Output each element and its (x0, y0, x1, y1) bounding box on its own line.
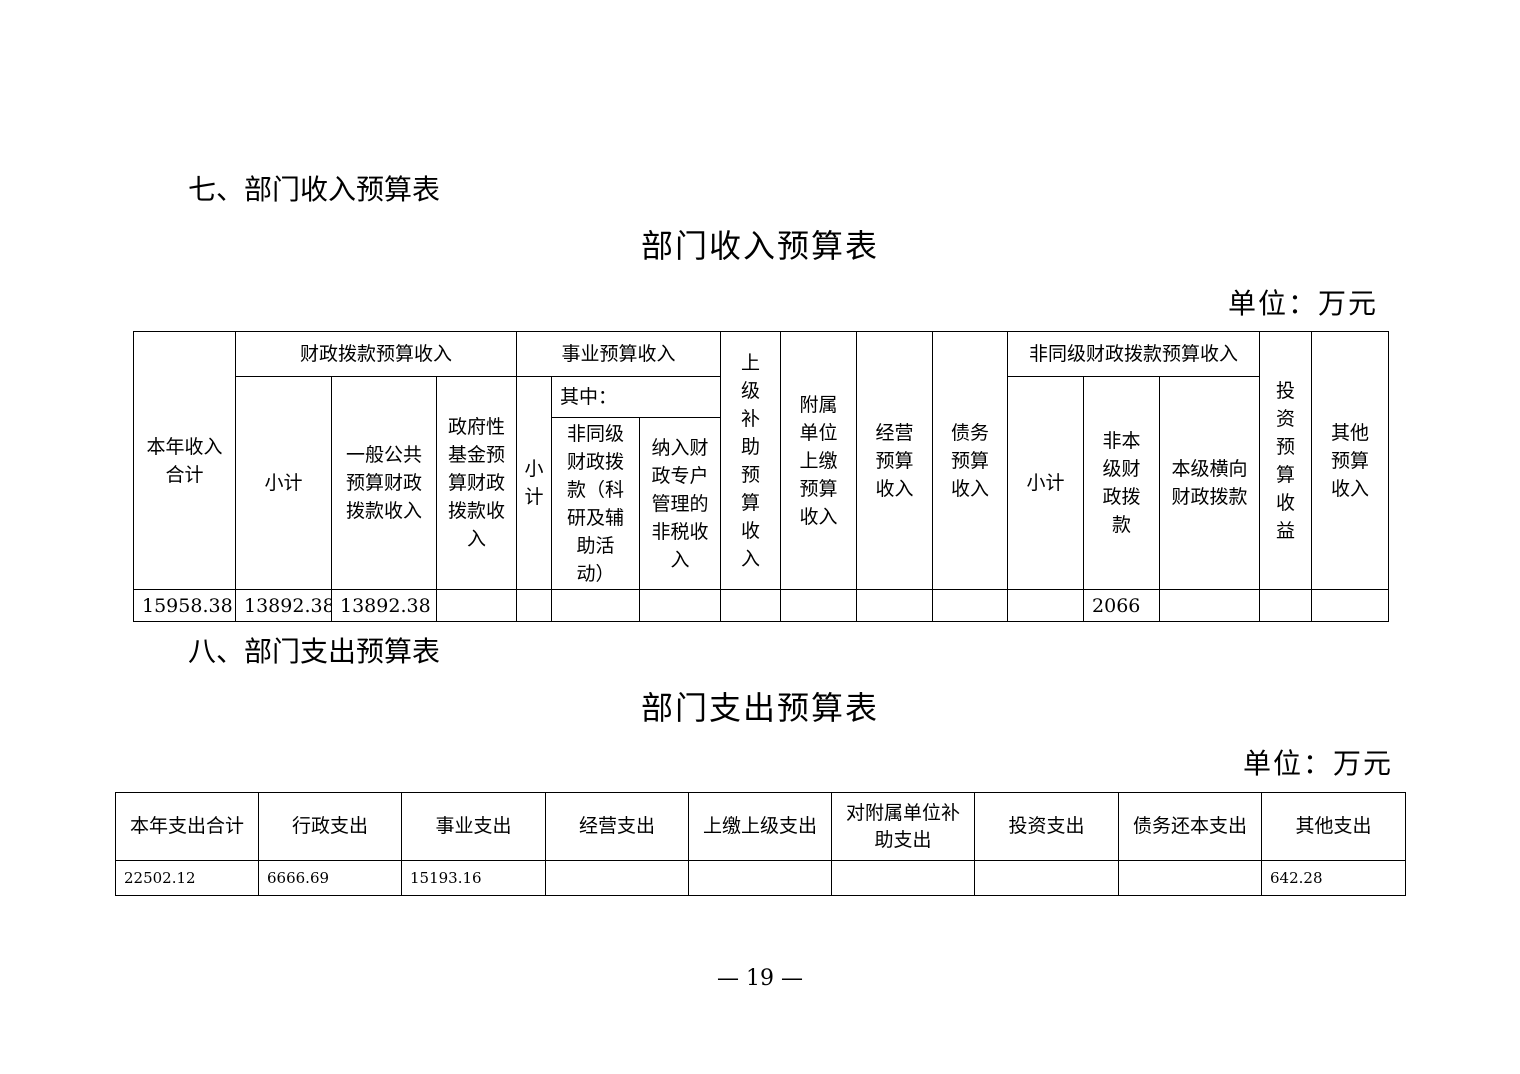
header-nonsame-subtotal: 小计 (1007, 376, 1085, 590)
header-nonsame-group: 非同级财政拨款预算收入 (1007, 331, 1261, 377)
expense-cell-career: 15193.16 (401, 860, 546, 896)
header-career-special: 纳入财政专户管理的非税收入 (639, 417, 722, 590)
header-fiscal-subtotal: 小计 (235, 376, 332, 590)
header-career-group: 事业预算收入 (516, 331, 722, 377)
income-table-title: 部门收入预算表 (640, 227, 879, 265)
header-upper-subsidy: 上级补助预算收入 (720, 331, 782, 590)
expense-cell-debt-repay (1118, 860, 1262, 896)
expense-cell-total: 22502.12 (115, 860, 259, 896)
expense-header-career: 事业支出 (401, 792, 546, 861)
income-cell-other (1311, 589, 1390, 622)
income-cell-upper-subsidy (720, 589, 782, 622)
income-unit-label: 单位：万元 (1228, 287, 1379, 320)
expense-header-affiliated-subsidy: 对附属单位补助支出 (831, 792, 975, 861)
expense-cell-operating (545, 860, 689, 896)
header-career-subtotal: 小计 (516, 376, 553, 590)
income-cell-total: 15958.38 (133, 589, 236, 622)
header-operating: 经营预算收入 (856, 331, 934, 590)
income-cell-nonsame-horizontal (1159, 589, 1261, 622)
income-cell-fiscal-subtotal: 13892.38 (235, 589, 332, 622)
income-cell-career-special (639, 589, 722, 622)
expense-data-row: 22502.12 6666.69 15193.16 642.28 (115, 860, 1406, 896)
expense-section-heading: 八、部门支出预算表 (188, 635, 441, 668)
header-career-nonsame: 非同级财政拨款（科研及辅助活动） (551, 417, 641, 590)
expense-header-other: 其他支出 (1261, 792, 1406, 861)
expense-budget-table: 本年支出合计 行政支出 事业支出 经营支出 上缴上级支出 对附属单位补助支出 投… (115, 792, 1406, 896)
expense-cell-administrative: 6666.69 (258, 860, 402, 896)
header-total-income: 本年收入合计 (133, 331, 236, 590)
income-cell-career-subtotal (516, 589, 553, 622)
header-affiliated: 附属单位上缴预算收入 (780, 331, 858, 590)
income-budget-table: 本年收入合计 财政拨款预算收入 事业预算收入 上级补助预算收入 附属单位上缴预算… (133, 331, 1390, 622)
expense-header-administrative: 行政支出 (258, 792, 402, 861)
income-cell-investment (1259, 589, 1313, 622)
expense-table-title: 部门支出预算表 (640, 689, 879, 727)
expense-header-investment: 投资支出 (974, 792, 1119, 861)
header-other: 其他预算收入 (1311, 331, 1390, 590)
income-cell-affiliated (780, 589, 858, 622)
income-cell-fiscal-general: 13892.38 (331, 589, 437, 622)
page-number: — 19 — (717, 966, 803, 991)
expense-header-row: 本年支出合计 行政支出 事业支出 经营支出 上缴上级支出 对附属单位补助支出 投… (115, 792, 1406, 861)
income-cell-fiscal-fund (435, 589, 518, 622)
expense-unit-label: 单位：万元 (1243, 747, 1394, 780)
expense-cell-investment (974, 860, 1119, 896)
header-fiscal-fund: 政府性基金预算财政拨款收入 (435, 376, 518, 590)
income-cell-nonsame-nonlocal: 2066 (1083, 589, 1161, 622)
header-investment: 投资预算收益 (1259, 331, 1313, 590)
header-fiscal-general: 一般公共预算财政拨款收入 (331, 376, 437, 590)
income-cell-nonsame-subtotal (1007, 589, 1085, 622)
header-nonsame-horizontal: 本级横向财政拨款 (1159, 376, 1261, 590)
header-career-of-which: 其中： (551, 376, 722, 418)
income-data-row: 15958.38 13892.38 13892.38 2066 (133, 589, 1390, 622)
expense-cell-upper-remit (688, 860, 832, 896)
expense-header-upper-remit: 上缴上级支出 (688, 792, 832, 861)
expense-cell-other: 642.28 (1261, 860, 1406, 896)
header-nonsame-nonlocal: 非本级财政拨款 (1083, 376, 1161, 590)
income-section-heading: 七、部门收入预算表 (188, 173, 441, 206)
income-cell-operating (856, 589, 934, 622)
expense-header-operating: 经营支出 (545, 792, 689, 861)
header-debt: 债务预算收入 (932, 331, 1009, 590)
expense-header-debt-repay: 债务还本支出 (1118, 792, 1262, 861)
income-cell-debt (932, 589, 1009, 622)
header-fiscal-group: 财政拨款预算收入 (234, 331, 518, 377)
expense-header-total: 本年支出合计 (115, 792, 259, 861)
income-cell-career-nonsame (551, 589, 641, 622)
expense-cell-affiliated-subsidy (831, 860, 975, 896)
